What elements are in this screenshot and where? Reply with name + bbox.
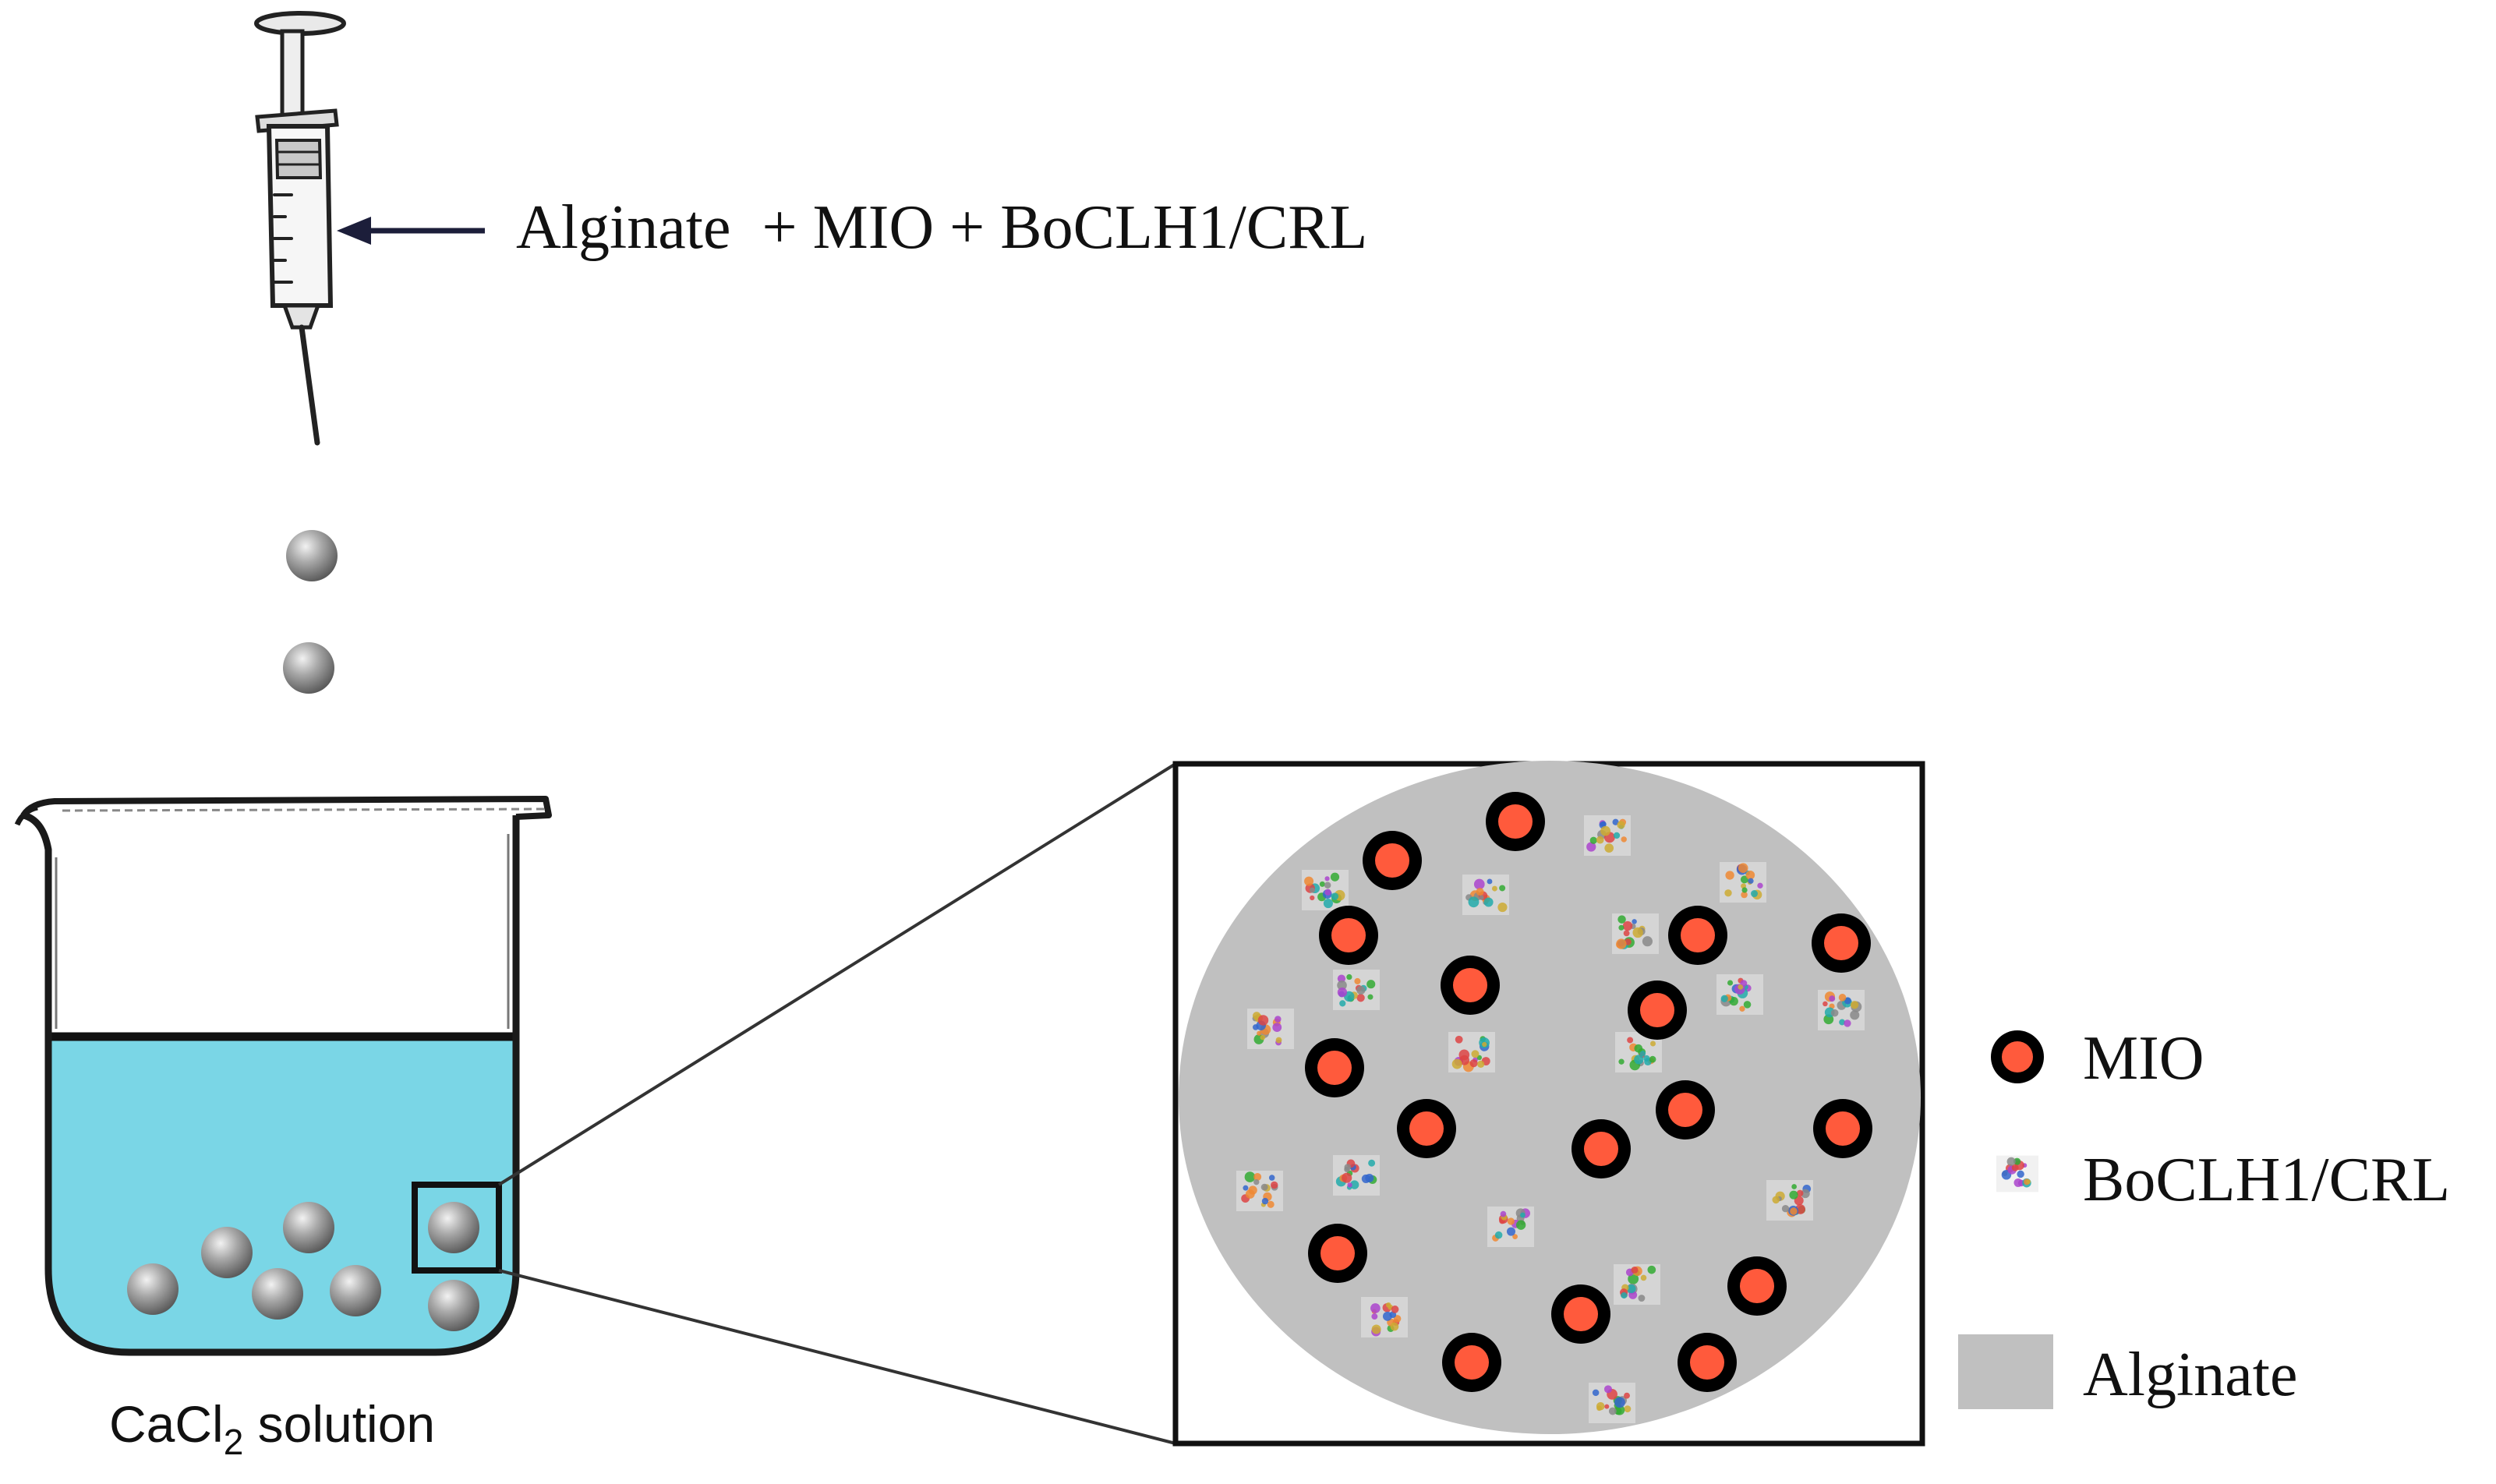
enzyme-cluster (1996, 1155, 2038, 1192)
alginate-bead (330, 1265, 381, 1316)
enzyme-cluster (1333, 1155, 1380, 1196)
enzyme-cluster (1716, 974, 1763, 1015)
enzyme-cluster (1589, 1383, 1635, 1423)
enzyme-cluster (1236, 1171, 1283, 1211)
mio-particle-icon (1991, 1030, 2044, 1083)
alginate-bead (252, 1268, 303, 1320)
enzyme-cluster (1302, 870, 1349, 910)
enzyme-cluster (1333, 970, 1380, 1010)
alginate-bead (428, 1280, 479, 1331)
legend-label-enzyme: BoCLH1/CRL (2083, 1146, 2450, 1214)
zoom-connector-lines (497, 762, 1177, 1445)
falling-bead (286, 530, 338, 581)
mio-particle (1571, 1119, 1631, 1178)
enzyme-cluster (1361, 1297, 1408, 1337)
syringe-icon (254, 11, 346, 446)
beads-in-solution (127, 1202, 479, 1331)
legend-label-mio: MIO (2083, 1024, 2204, 1093)
mio-particle (1441, 956, 1500, 1015)
alginate-bead-cross-section (1179, 761, 1921, 1434)
enzyme-cluster (1614, 1264, 1660, 1305)
mio-particle (1319, 906, 1378, 965)
enzyme-clusters (1236, 815, 1865, 1423)
mio-particle (1628, 980, 1687, 1040)
mio-particle (1727, 1256, 1787, 1316)
enzyme-cluster (1584, 815, 1631, 856)
zoom-source-box (412, 1182, 502, 1274)
enzyme-cluster (1487, 1207, 1534, 1247)
alginate-swatch-icon (1958, 1334, 2053, 1409)
enzyme-cluster (1612, 913, 1659, 954)
enzyme-cluster (1247, 1009, 1294, 1049)
alginate-bead (283, 1202, 334, 1253)
mio-particle (1486, 792, 1545, 851)
syringe-label: Alginate + MIO + BoCLH1/CRL (516, 193, 1367, 262)
mio-particles (1305, 792, 1872, 1392)
enzyme-cluster (1766, 1180, 1813, 1221)
arrow-icon (337, 217, 485, 245)
mio-particle (1363, 831, 1422, 890)
mio-particle (1668, 906, 1727, 965)
legend-label-alginate: Alginate (2083, 1341, 2297, 1409)
mio-particle (1812, 913, 1871, 973)
enzyme-cluster (1448, 1032, 1495, 1072)
mio-particle (1678, 1333, 1737, 1392)
mio-particle (1656, 1080, 1715, 1140)
mio-particle (1305, 1038, 1364, 1097)
mio-particle (1308, 1224, 1367, 1283)
alginate-bead (127, 1263, 179, 1315)
mio-particle (1551, 1284, 1610, 1344)
alginate-bead (201, 1227, 253, 1278)
enzyme-cluster-icon (1996, 1155, 2038, 1192)
mio-particle (1397, 1099, 1456, 1158)
alginate-bead (428, 1202, 479, 1253)
enzyme-cluster (1720, 862, 1766, 903)
falling-bead (283, 642, 334, 694)
legend: MIO BoCLH1/CRL Alginate (1958, 1024, 2450, 1409)
mio-particle (1442, 1333, 1501, 1392)
enzyme-cluster (1462, 874, 1509, 915)
enzyme-cluster (1818, 990, 1865, 1030)
beaker-label: CaCl2 solution (109, 1395, 435, 1462)
mio-particle (1813, 1099, 1872, 1158)
